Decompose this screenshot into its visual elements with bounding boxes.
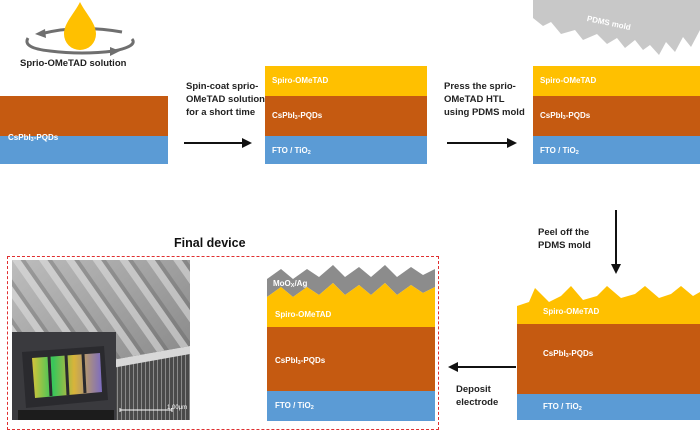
- stack-4: Spiro-OMeTAD CsPbI3-PQDs FTO / TiO2: [517, 307, 700, 420]
- perovskite-label: CsPbI3-PQDs: [272, 111, 323, 121]
- electrode-label: MoOX/Ag: [273, 279, 308, 289]
- electrode-layer: [267, 265, 435, 313]
- final-device-title: Final device: [174, 236, 246, 250]
- fto-label: FTO / TiO2: [275, 401, 314, 411]
- sem-image: [12, 260, 190, 420]
- spin-coating-icon: [25, 2, 135, 56]
- perovskite-layer: [265, 96, 427, 136]
- stack-1: CsPbI3-PQDs FTO / TiO2: [0, 96, 168, 177]
- perovskite-label: CsPbI3-PQDs: [543, 349, 594, 359]
- fto-layer: [265, 136, 427, 164]
- textured-htl-layer: [517, 286, 700, 324]
- perovskite-layer: [533, 96, 700, 136]
- fto-label: FTO / TiO2: [8, 167, 47, 177]
- perovskite-layer: [517, 324, 700, 394]
- stack-2: Spiro-OMeTAD CsPbI3-PQDs FTO / TiO2: [265, 66, 427, 164]
- htl-label: Spiro-OMeTAD: [543, 307, 600, 316]
- arrow-right-icon: [447, 138, 517, 148]
- stack-3: Spiro-OMeTAD CsPbI3-PQDs FTO / TiO2: [533, 66, 700, 164]
- htl-label: Spiro-OMeTAD: [540, 76, 597, 85]
- perovskite-label: CsPbI3-PQDs: [8, 133, 59, 143]
- fto-label: FTO / TiO2: [543, 402, 582, 412]
- htl-label: Spiro-OMeTAD: [275, 310, 332, 319]
- perovskite-layer: [267, 327, 435, 391]
- fto-layer: [517, 394, 700, 420]
- perovskite-label: CsPbI3-PQDs: [540, 111, 591, 121]
- htl-layer: [533, 66, 700, 96]
- htl-layer: [265, 66, 427, 96]
- fto-layer: [267, 391, 435, 421]
- fto-layer: [0, 136, 168, 164]
- perovskite-label: CsPbI3-PQDs: [275, 356, 326, 366]
- htl-label: Spiro-OMeTAD: [272, 76, 329, 85]
- perovskite-layer: [0, 96, 168, 136]
- fto-label: FTO / TiO2: [540, 146, 579, 156]
- arrow-left-icon: [448, 362, 516, 372]
- fto-label: FTO / TiO2: [272, 146, 311, 156]
- fto-layer: [533, 136, 700, 164]
- final-stack: Spiro-OMeTAD CsPbI3-PQDs FTO / TiO2: [267, 310, 435, 421]
- arrow-down-icon: [611, 210, 621, 274]
- final-device-frame: [7, 256, 439, 430]
- solution-label: Sprio-OMeTAD solution: [20, 58, 127, 69]
- pdms-mold-icon: [533, 0, 700, 55]
- scale-bar-label: 1.00μm: [167, 405, 188, 411]
- htl-layer: [267, 313, 435, 327]
- arrow-right-icon: [184, 138, 252, 148]
